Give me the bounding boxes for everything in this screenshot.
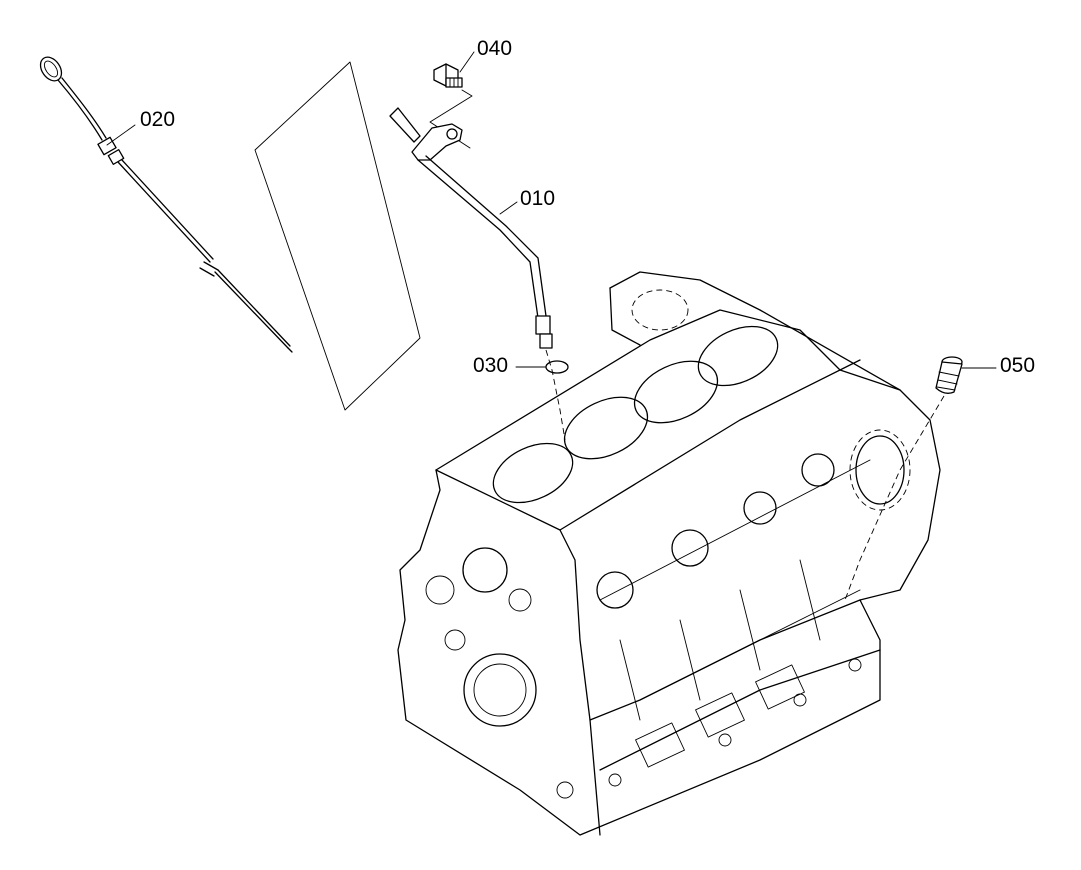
dipstick-group-frame <box>254 61 421 411</box>
o-ring-030 <box>545 360 569 374</box>
plug-050 <box>844 356 963 601</box>
callout-020: 020 <box>140 108 176 131</box>
leader-040 <box>459 51 475 73</box>
leader-020 <box>106 124 136 146</box>
callout-050: 050 <box>1000 354 1036 377</box>
callout-040: 040 <box>477 37 513 60</box>
callout-030: 030 <box>473 354 509 377</box>
leader-010 <box>499 201 518 215</box>
assembly-line-tube <box>545 349 566 441</box>
engine-block <box>397 271 941 836</box>
guide-tube-010 <box>389 107 553 349</box>
dipstick-020 <box>39 56 293 353</box>
callout-010: 010 <box>520 187 556 210</box>
